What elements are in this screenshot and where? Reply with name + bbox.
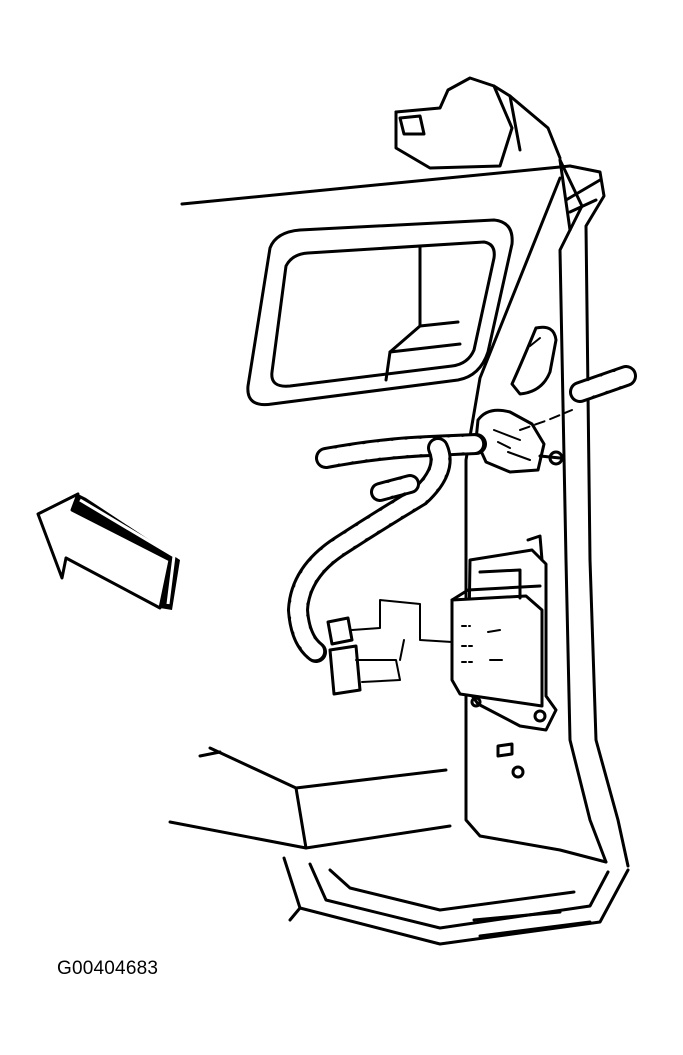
harness-connector — [326, 599, 453, 696]
door-window-opening — [246, 218, 514, 407]
door-pillar — [464, 158, 630, 868]
roof-bracket — [394, 76, 562, 170]
lower-panel — [168, 746, 452, 850]
front-direction-arrow — [36, 492, 180, 610]
pillar-fasteners — [496, 742, 525, 779]
control-module — [450, 534, 558, 732]
harness-clip — [474, 408, 564, 474]
wiring-harness — [286, 365, 637, 663]
belt-guide — [510, 325, 558, 396]
roof-line — [180, 164, 572, 206]
figure-id-label: G00404683 — [57, 958, 159, 979]
floor-pan — [282, 856, 630, 946]
pillar-wire — [519, 409, 573, 431]
